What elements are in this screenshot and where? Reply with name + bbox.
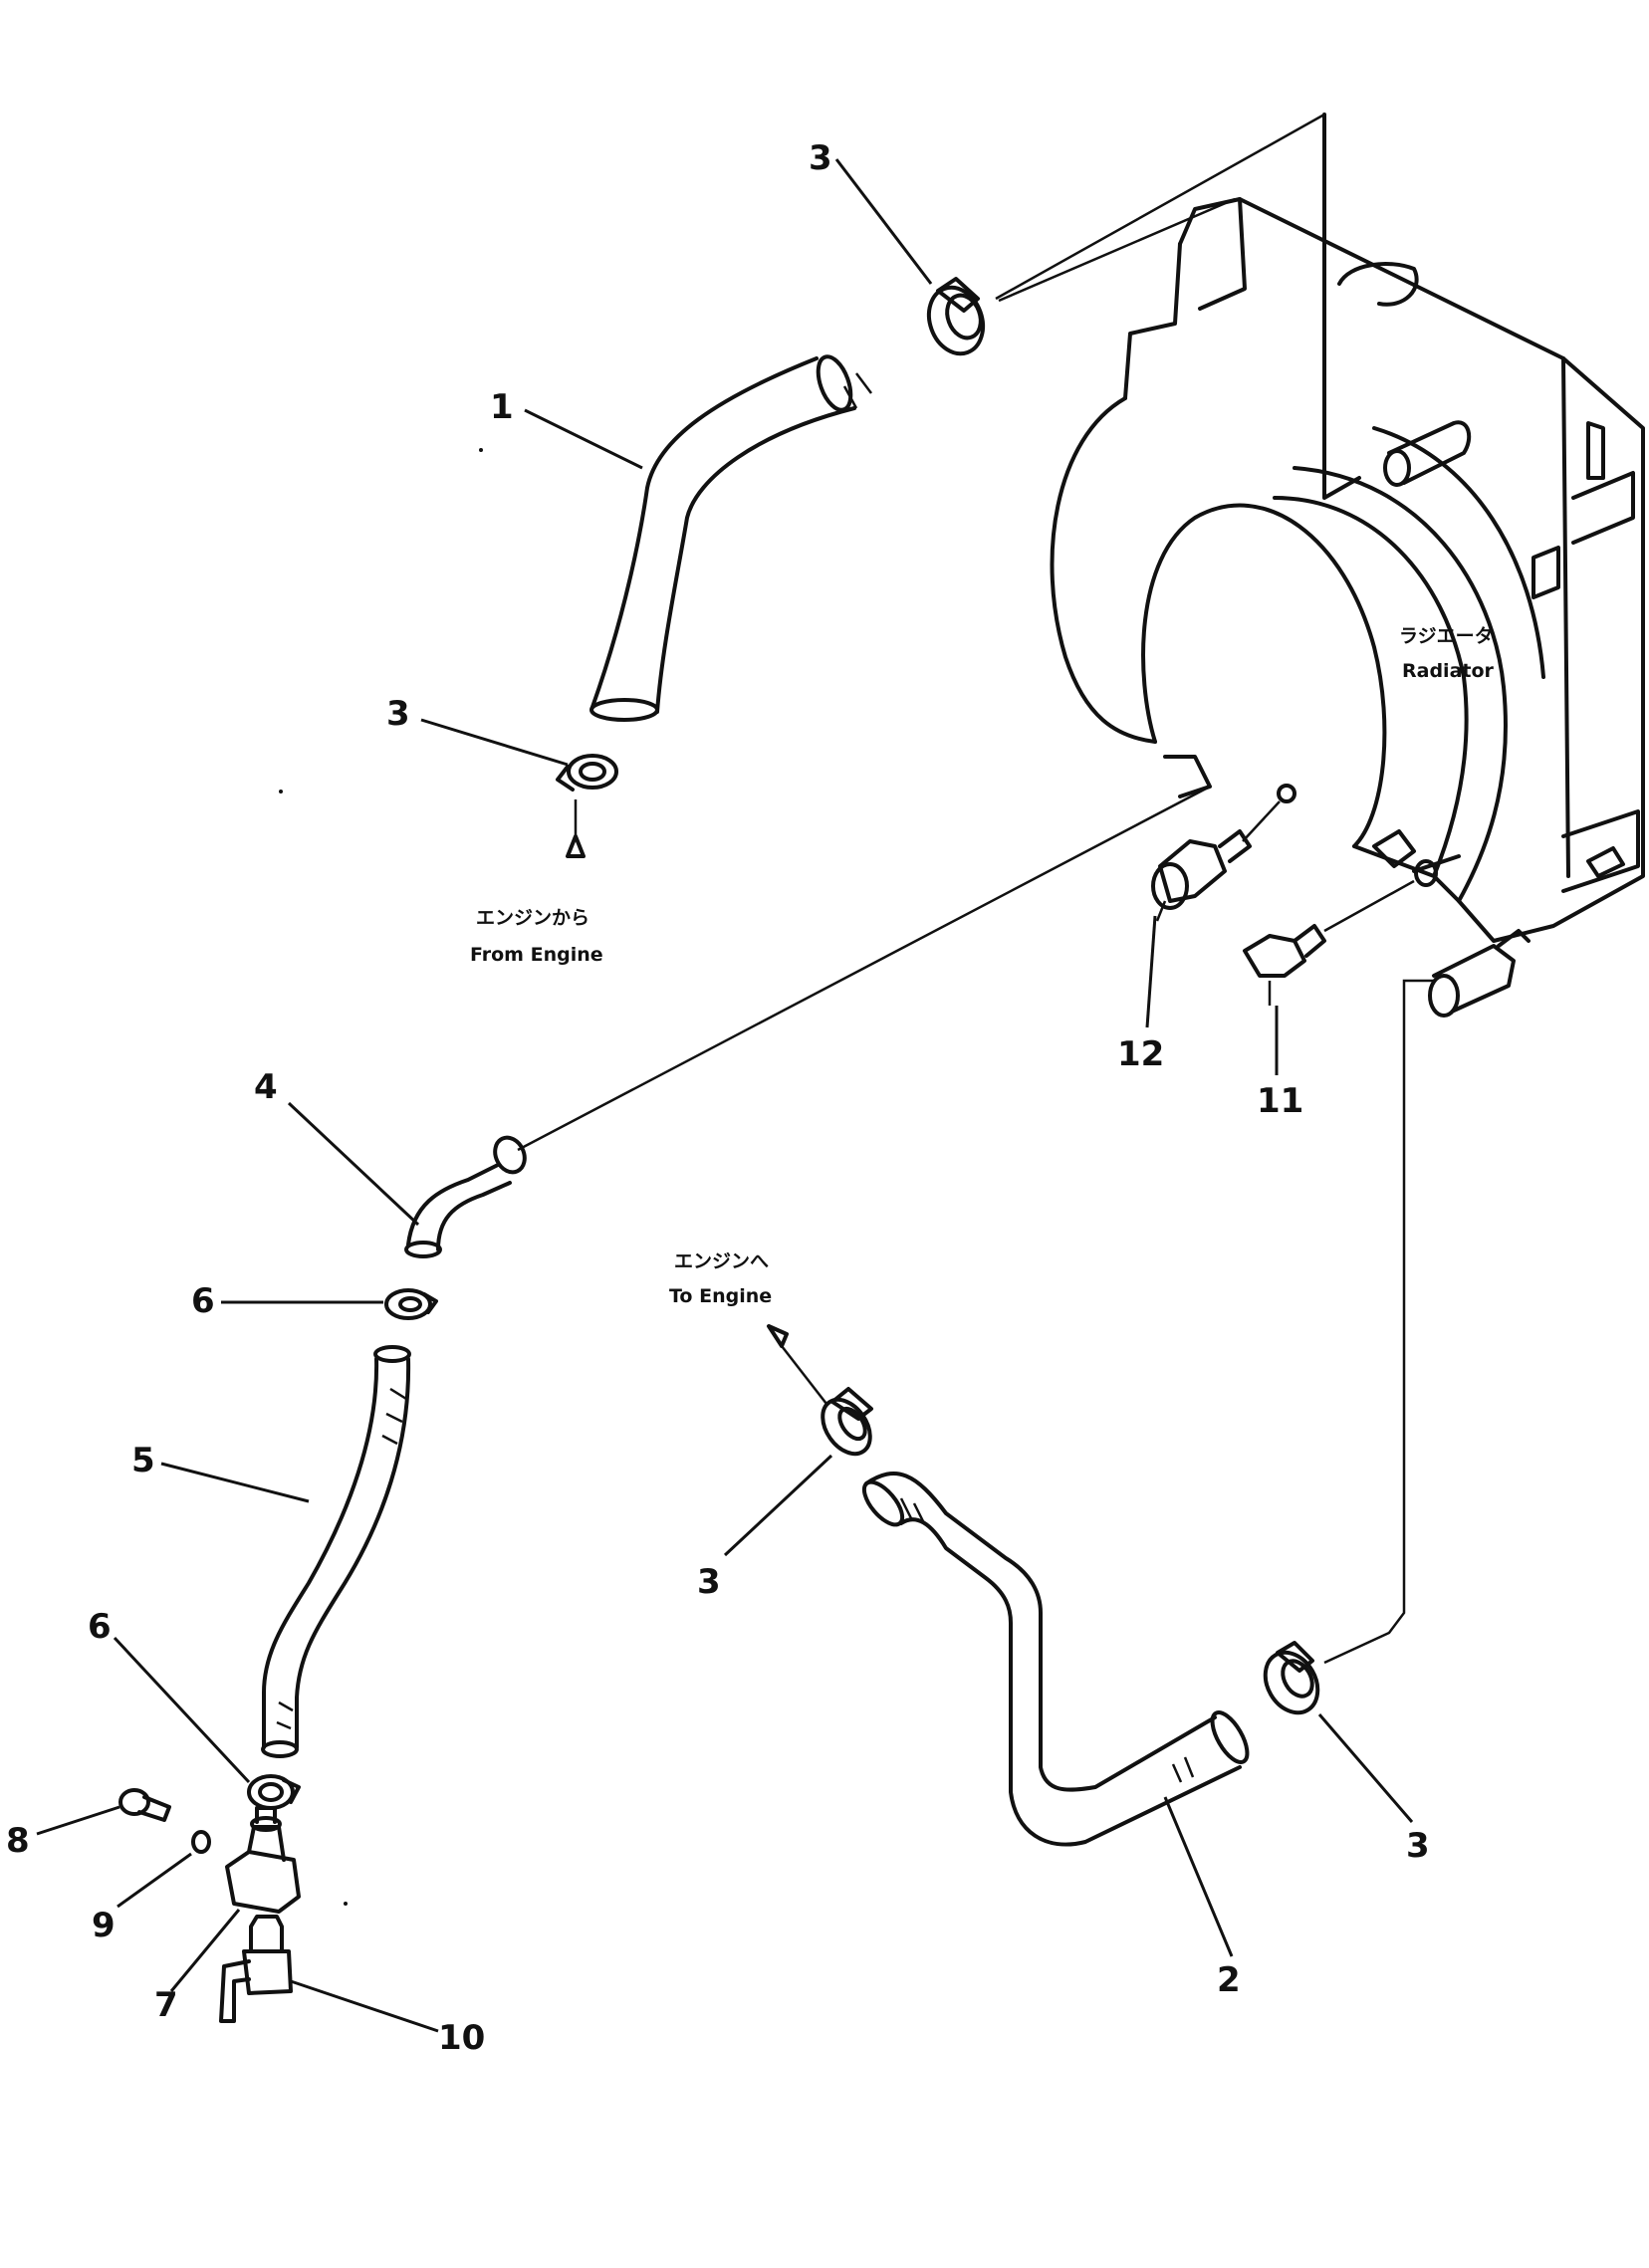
clamp-part-3-lower-right: [1263, 1641, 1320, 1715]
leader-12: [1145, 915, 1157, 1028]
clamp-part-3-upper-left: [556, 754, 618, 858]
callout-3-top: 3: [809, 138, 832, 178]
callout-8: 8: [6, 1821, 30, 1861]
leader-2: [1163, 1796, 1234, 1957]
leader-9: [117, 1852, 192, 1909]
to-engine-label-en: To Engine: [669, 1285, 772, 1307]
cock-part-10: [219, 1915, 293, 2023]
radiator-label-en: Radiator: [1402, 660, 1495, 682]
valve-part-12: [1151, 784, 1296, 922]
tube-part-4: [404, 785, 1211, 1258]
valve-part-11: [1243, 859, 1438, 1006]
leader-5: [160, 1462, 310, 1503]
callout-12: 12: [1117, 1034, 1164, 1074]
callout-7: 7: [154, 1985, 178, 2025]
leader-3-upper: [420, 718, 569, 767]
callout-11: 11: [1257, 1081, 1303, 1121]
radiator-label-jp: ラジエータ: [1399, 625, 1494, 647]
hose-part-2: [861, 1472, 1250, 1847]
leader-10: [290, 1979, 439, 2033]
leader-7: [169, 1909, 241, 1992]
callout-9: 9: [92, 1906, 116, 1945]
callout-10: 10: [438, 2018, 485, 2058]
callout-2: 2: [1217, 1960, 1241, 2000]
guide-line-outlet: [1323, 979, 1434, 1665]
from-engine-label-en: From Engine: [470, 944, 603, 966]
callout-6-bottom: 6: [88, 1607, 112, 1647]
leader-6-bottom: [113, 1636, 251, 1784]
leader-3-lower-left: [723, 1454, 833, 1557]
leader-8: [36, 1805, 120, 1836]
callout-5: 5: [131, 1441, 155, 1480]
callout-3-lower-right: 3: [1406, 1826, 1430, 1866]
callout-3-upper-left: 3: [386, 694, 410, 734]
leader-3-lower-right: [1317, 1713, 1414, 1823]
clamp-part-3-top: [926, 197, 1236, 356]
bolt-part-8: [118, 1788, 171, 1822]
callout-4: 4: [254, 1067, 278, 1107]
clamp-part-6-top: [384, 1288, 438, 1320]
leader-4: [287, 1101, 420, 1227]
washer-part-9: [191, 1830, 211, 1854]
hose-part-5: [261, 1345, 411, 1758]
to-engine-label-jp: エンジンへ: [674, 1250, 769, 1272]
callout-1: 1: [490, 387, 514, 427]
dot-mark: [344, 1902, 348, 1906]
from-engine-label-jp: エンジンから: [476, 907, 589, 929]
hose-part-1: [589, 354, 872, 722]
leader-3-top: [834, 158, 933, 285]
dot-mark: [479, 448, 483, 452]
dot-mark: [279, 790, 283, 794]
clamp-part-6-bottom: [247, 1774, 301, 1810]
callout-6-top: 6: [191, 1281, 215, 1321]
drain-valve-part-7: [225, 1806, 301, 1914]
radiator: [995, 113, 1645, 1018]
leader-1: [524, 408, 643, 470]
clamp-part-3-lower-left: [767, 1324, 873, 1457]
callout-3-lower-left: 3: [697, 1562, 721, 1602]
